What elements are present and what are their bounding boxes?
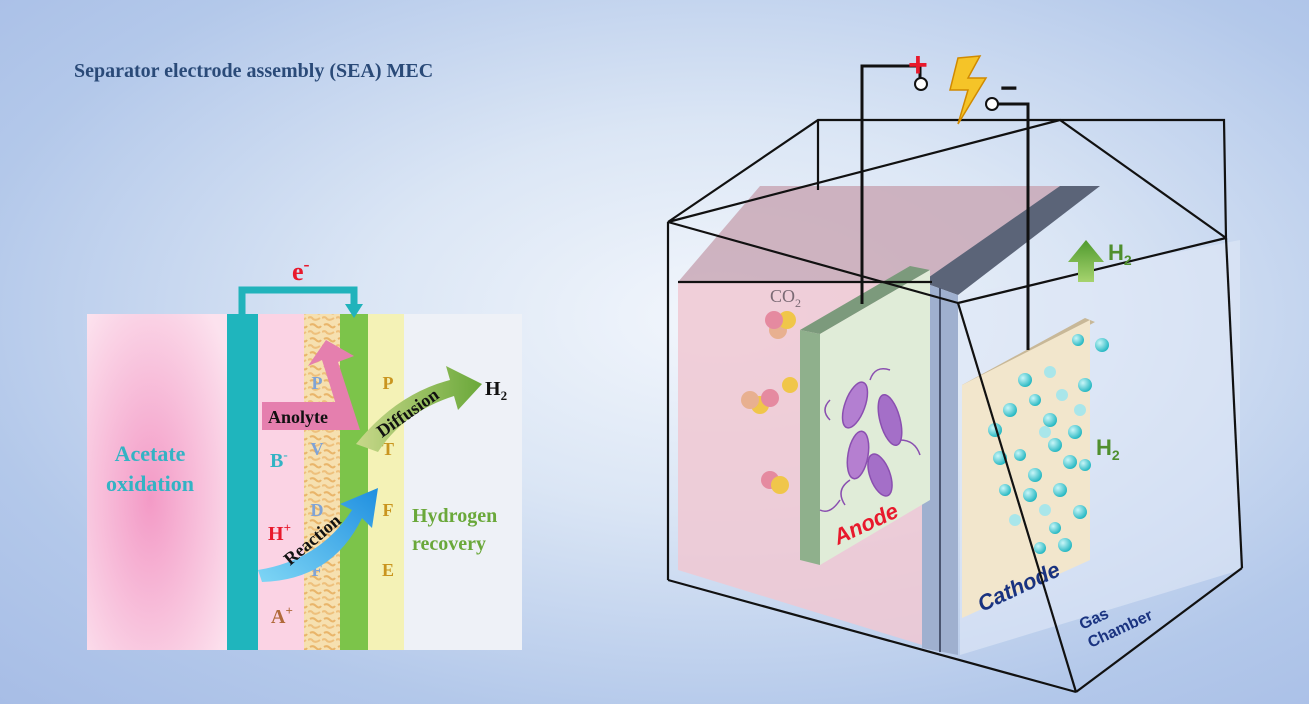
reaction-arrow [258, 488, 378, 582]
electron-path [238, 286, 358, 314]
pvdf-letter: P [312, 373, 323, 393]
mec-reactor: Cathode Anode CO2 [666, 46, 1244, 694]
recovery-label: recovery [412, 533, 486, 555]
ptfe-letter: E [382, 560, 394, 580]
pvdf-labels: P V D F [311, 373, 324, 580]
bacterium [846, 430, 870, 480]
anolyte-arrow [262, 340, 360, 430]
flagella [819, 368, 921, 512]
ptfe-letter: F [383, 500, 394, 520]
anolyte-region [258, 314, 304, 650]
hydrogen-label: Hydrogen [412, 505, 497, 527]
ptfe-labels: P T F E [382, 373, 394, 580]
cathode-layer [340, 314, 368, 650]
b-ion-label: B- [270, 447, 288, 472]
pvdf-letter: D [311, 500, 324, 520]
h2-label: H2 [485, 378, 507, 403]
anode-chamber [87, 314, 227, 650]
bacteria-cluster [819, 368, 921, 512]
h2-up-arrow [1068, 240, 1104, 282]
plus-sign: + [908, 46, 928, 84]
external-circuit [860, 64, 1030, 350]
negative-terminal [985, 97, 999, 111]
a-ion-label: A+ [271, 603, 293, 628]
ptfe-layer [368, 314, 404, 650]
ptfe-letter: T [382, 439, 394, 459]
pvdf-letter: F [312, 560, 323, 580]
electron-arrowhead [345, 304, 363, 318]
gas-region [404, 314, 522, 650]
lightning-icon [949, 55, 988, 125]
diffusion-arrow [356, 366, 482, 452]
bacterium [877, 394, 903, 446]
minus-sign: − [1000, 72, 1018, 105]
bacterium [867, 453, 893, 497]
h-ion-label: H+ [268, 520, 291, 545]
electron-label: e- [292, 254, 310, 286]
ptfe-letter: P [383, 373, 394, 393]
co2-label: CO2 [770, 286, 801, 310]
anode-electrode [227, 314, 258, 650]
co2-molecules [741, 311, 798, 494]
pvdf-letter: V [311, 439, 324, 459]
page-title: Separator electrode assembly (SEA) MEC [74, 60, 434, 82]
anode-face [800, 330, 820, 565]
bacterium [841, 381, 869, 429]
acetate-label: Acetate [115, 441, 186, 466]
h2-top-label: H2 [1108, 240, 1132, 268]
h2-mid-label: H2 [1096, 435, 1120, 463]
sea-schematic: e- Acetate oxidation B- H+ A+ P V D F P … [87, 254, 522, 650]
anode-front [820, 270, 930, 565]
oxidation-label: oxidation [106, 471, 194, 496]
positive-terminal [914, 77, 928, 91]
anolyte-label: Anolyte [268, 407, 328, 427]
h2-bubbles [988, 334, 1109, 554]
membrane-top [922, 186, 1100, 295]
